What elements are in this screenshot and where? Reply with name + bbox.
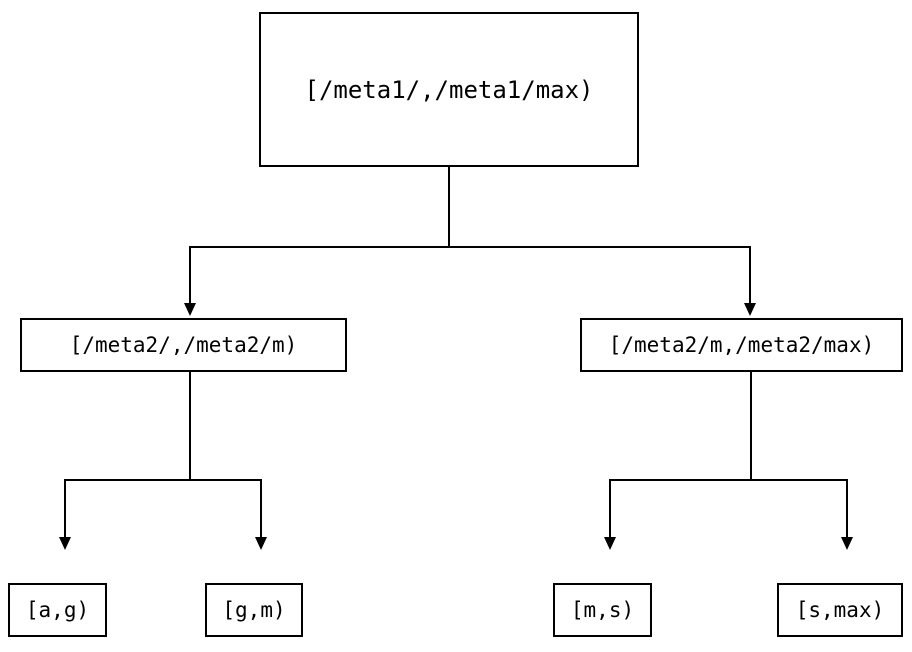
- arrowhead-root-to-mid-left: [184, 303, 196, 316]
- arrowhead-mid-right-to-leaf-3: [604, 537, 616, 550]
- edge-root-stem: [448, 167, 450, 246]
- arrowhead-mid-right-to-leaf-4: [841, 537, 853, 550]
- node-leaf-3-label: [m,s): [570, 597, 635, 622]
- edge-mid-left-to-leaf-1-drop: [64, 479, 66, 537]
- node-leaf-4-label: [s,max): [795, 597, 885, 622]
- node-leaf-2[interactable]: [g,m): [205, 583, 303, 637]
- node-mid-left-label: [/meta2/,/meta2/m): [69, 332, 298, 357]
- node-leaf-4[interactable]: [s,max): [777, 583, 903, 637]
- arrowhead-root-to-mid-right: [744, 303, 756, 316]
- edge-root-to-mid-right-drop: [749, 246, 751, 303]
- node-leaf-3[interactable]: [m,s): [553, 583, 652, 637]
- edge-root-bus: [189, 246, 750, 248]
- node-root[interactable]: [/meta1/,/meta1/max): [259, 12, 639, 167]
- node-root-label: [/meta1/,/meta1/max): [304, 75, 594, 104]
- edge-mid-left-stem: [189, 372, 191, 481]
- arrowhead-mid-left-to-leaf-1: [59, 537, 71, 550]
- node-leaf-1-label: [a,g): [25, 597, 90, 622]
- node-mid-right[interactable]: [/meta2/m,/meta2/max): [580, 318, 903, 372]
- arrowhead-mid-left-to-leaf-2: [255, 537, 267, 550]
- node-leaf-1[interactable]: [a,g): [8, 583, 107, 637]
- node-mid-right-label: [/meta2/m,/meta2/max): [608, 332, 875, 357]
- edge-mid-right-stem: [750, 372, 752, 481]
- edge-mid-left-bus: [64, 479, 262, 481]
- edge-mid-right-bus: [609, 479, 848, 481]
- edge-mid-left-to-leaf-2-drop: [260, 479, 262, 537]
- edge-root-to-mid-left-drop: [189, 246, 191, 303]
- edge-mid-right-to-leaf-4-drop: [846, 479, 848, 537]
- node-leaf-2-label: [g,m): [222, 597, 286, 622]
- edge-mid-right-to-leaf-3-drop: [609, 479, 611, 537]
- node-mid-left[interactable]: [/meta2/,/meta2/m): [20, 318, 347, 372]
